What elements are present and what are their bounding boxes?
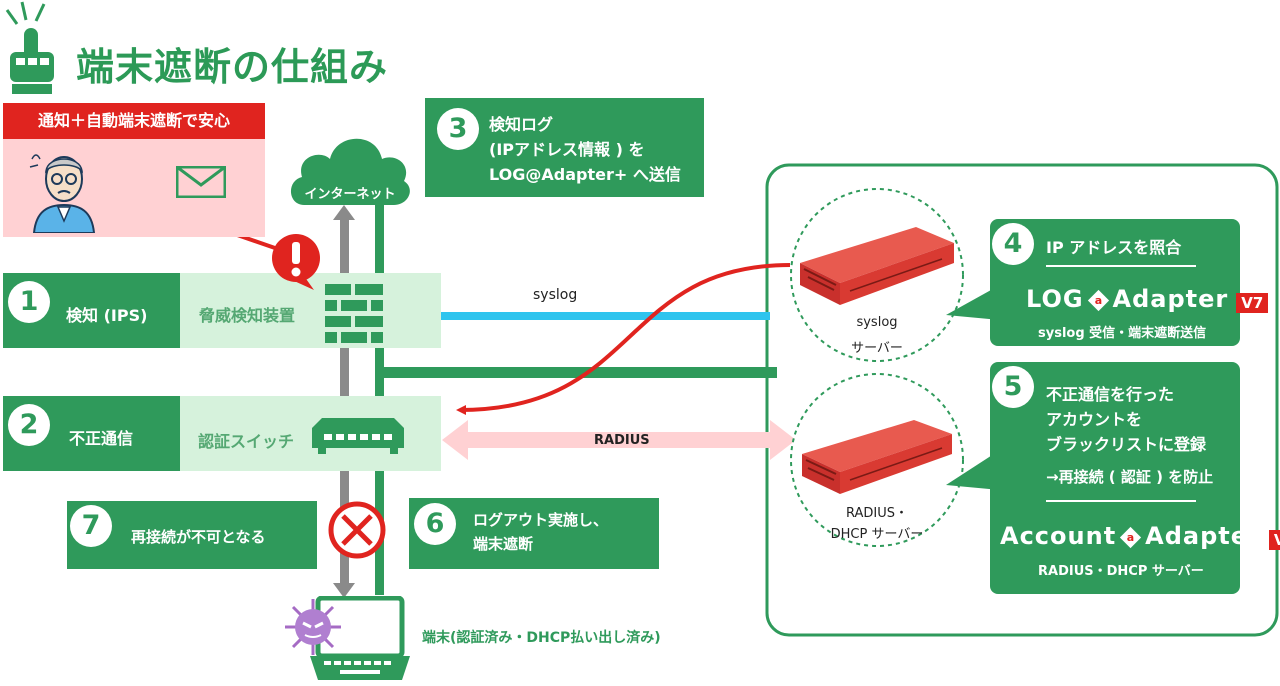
step6-line-1: ログアウト実施し、 — [473, 511, 609, 529]
step1-label: 検知 (IPS) — [66, 306, 148, 325]
syslog-connection-label: syslog — [533, 287, 578, 303]
switch-icon — [312, 418, 404, 456]
log-adapter-logo-right: Adapter — [1112, 285, 1229, 313]
step5-line-1: 不正通信を行った — [1046, 385, 1175, 404]
step3-line-1: 検知ログ — [489, 115, 554, 134]
account-adapter-logo-right: Adapter — [1145, 522, 1261, 550]
step5-line-2: アカウントを — [1046, 410, 1143, 429]
cloud-icon — [286, 125, 414, 207]
account-adapter-version: V7 — [1268, 529, 1280, 550]
gray-arrow-head-down — [333, 583, 355, 598]
threat-detector-label: 脅威検知装置 — [199, 306, 296, 325]
step4-box: 4 IP アドレスを照合 LOG a Adapter V7 syslog 受信・端末遮… — [990, 219, 1269, 346]
step5-line-3: ブラックリストに登録 — [1046, 435, 1207, 454]
step5-divider — [1046, 500, 1196, 502]
step4-divider — [1046, 265, 1196, 267]
step6-box: 6 ログアウト実施し、 端末遮断 — [409, 498, 659, 569]
terminal-label: 端末(認証済み・DHCP払い出し済み) — [422, 630, 661, 646]
mail-icon — [175, 165, 227, 199]
box5-pointer — [946, 450, 1000, 490]
syslog-line — [440, 312, 770, 320]
page-title: 端末遮断の仕組み — [76, 45, 389, 89]
step6-number: 6 — [414, 503, 456, 545]
step1-bar: 1 検知 (IPS) — [3, 273, 180, 348]
step2-number: 2 — [8, 404, 50, 446]
server-container — [765, 163, 1279, 637]
syslog-server-icon — [800, 227, 954, 307]
step3-line-2: (IPアドレス情報 ) を — [489, 140, 645, 159]
laptop-icon — [310, 595, 410, 682]
account-adapter-logo-left: Account — [1000, 522, 1117, 550]
radius-connection-label: RADIUS — [594, 433, 650, 448]
step4-title: IP アドレスを照合 — [1046, 238, 1182, 257]
step3-number: 3 — [437, 108, 479, 150]
step3-line-3: LOG@Adapter+ へ送信 — [489, 165, 681, 184]
step7-box: 7 再接続が不可となる — [67, 501, 317, 569]
radius-server-line-2: DHCP サーバー — [830, 527, 924, 542]
pointing-hand-icon — [2, 0, 64, 95]
step5-number: 5 — [992, 366, 1034, 408]
alert-icon — [270, 232, 322, 292]
step1-number: 1 — [8, 281, 50, 323]
virus-icon — [283, 597, 343, 657]
step5-note: →再接続 ( 認証 ) を防止 — [1046, 468, 1214, 486]
auth-switch-label: 認証スイッチ — [198, 432, 295, 451]
adapter-badge-icon: a — [1087, 289, 1109, 312]
step2-label: 不正通信 — [69, 429, 134, 448]
worried-person-icon — [28, 145, 100, 234]
firewall-icon — [325, 284, 383, 344]
syslog-server-line-2: サーバー — [851, 341, 903, 356]
radius-server-line-1: RADIUS・ — [845, 506, 908, 521]
block-signal-arrow — [456, 263, 791, 415]
radius-server-icon — [802, 420, 952, 496]
alert-header: 通知＋自動端末遮断で安心 — [3, 103, 265, 139]
adapter-badge-letter: a — [1094, 294, 1102, 307]
step4-caption: syslog 受信・端末遮断送信 — [1038, 326, 1207, 341]
account-adapter-badge-icon: a — [1120, 526, 1142, 549]
network-line-servers — [767, 367, 777, 378]
step7-number: 7 — [70, 505, 112, 547]
step4-number: 4 — [992, 223, 1034, 265]
radius-arrow — [442, 420, 796, 460]
network-line-horizontal — [384, 367, 770, 378]
log-adapter-logo-left: LOG — [1026, 285, 1084, 313]
log-adapter-version: V7 — [1236, 292, 1269, 313]
account-adapter-badge-letter: a — [1126, 531, 1135, 544]
step5-box: 5 不正通信を行った アカウントを ブラックリストに登録 →再接続 ( 認証 )… — [990, 362, 1280, 594]
gray-arrow-head-up — [333, 205, 355, 220]
internet-label: インターネット — [304, 187, 396, 202]
prohibited-icon — [327, 500, 387, 560]
account-adapter-logo: Account a Adapter V7 — [1000, 522, 1280, 550]
step5-caption: RADIUS・DHCP サーバー — [1038, 564, 1204, 579]
step2-bar: 2 不正通信 — [3, 396, 180, 471]
syslog-server-line-1: syslog — [856, 315, 898, 330]
step3-box: 3 検知ログ (IPアドレス情報 ) を LOG@Adapter+ へ送信 — [425, 98, 704, 197]
step7-label: 再接続が不可となる — [131, 528, 266, 546]
log-adapter-logo: LOG a Adapter V7 — [1026, 285, 1269, 313]
step6-line-2: 端末遮断 — [473, 535, 534, 553]
box4-pointer — [946, 285, 1000, 320]
